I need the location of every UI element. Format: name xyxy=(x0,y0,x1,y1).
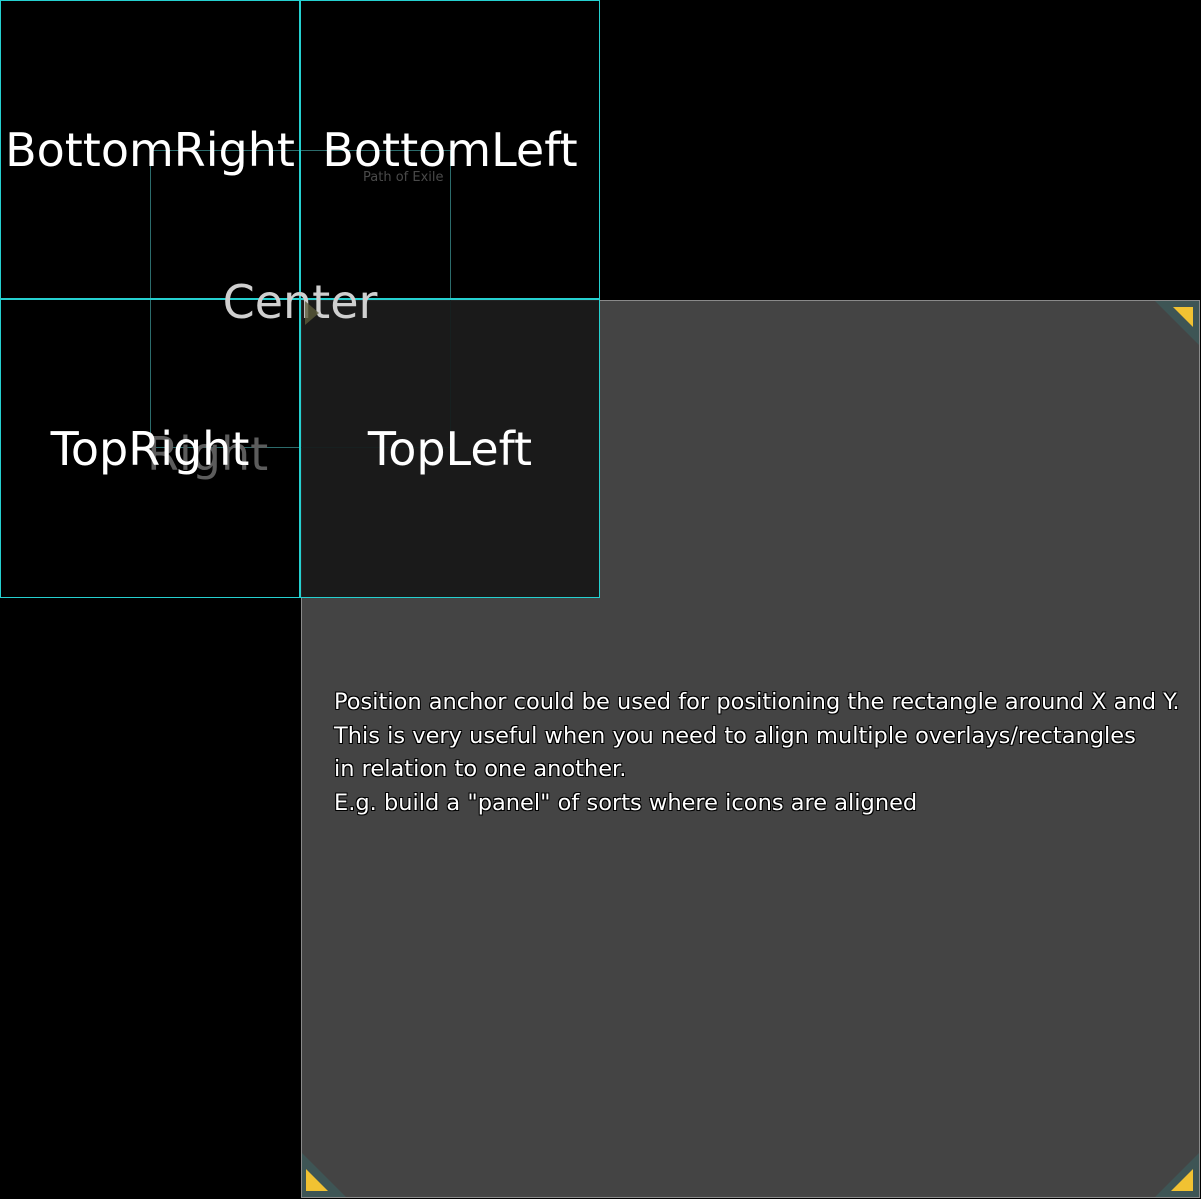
anchor-box-top-right: TopRight xyxy=(0,299,300,598)
ghost-label: Right xyxy=(147,427,269,481)
anchor-box-bottom-left: BottomLeft xyxy=(300,0,600,299)
top-right-corner-icon xyxy=(1155,301,1199,345)
center-label: Center xyxy=(222,275,378,329)
description-line: This is very useful when you need to ali… xyxy=(334,722,1136,749)
anchor-box-bottom-right: BottomRight xyxy=(0,0,300,299)
anchor-label: BottomLeft xyxy=(322,122,578,177)
center-arrow-icon xyxy=(305,301,319,329)
bottom-left-corner-icon xyxy=(302,1153,346,1197)
description-text: Position anchor could be used for positi… xyxy=(334,686,1179,820)
overlay-panel: Position anchor could be used for positi… xyxy=(301,300,1200,1198)
bottom-right-corner-icon xyxy=(1155,1153,1199,1197)
anchor-label: TopRight xyxy=(50,421,250,476)
description-line: E.g. build a "panel" of sorts where icon… xyxy=(334,789,918,816)
anchor-label: TopLeft xyxy=(367,421,533,476)
anchor-label: BottomRight xyxy=(5,122,295,177)
description-line: in relation to one another. xyxy=(334,756,627,782)
window-title: Path of Exile xyxy=(363,170,444,185)
anchor-box-top-left: TopLeft xyxy=(300,299,600,598)
description-line: Position anchor could be used for positi… xyxy=(334,689,1180,715)
